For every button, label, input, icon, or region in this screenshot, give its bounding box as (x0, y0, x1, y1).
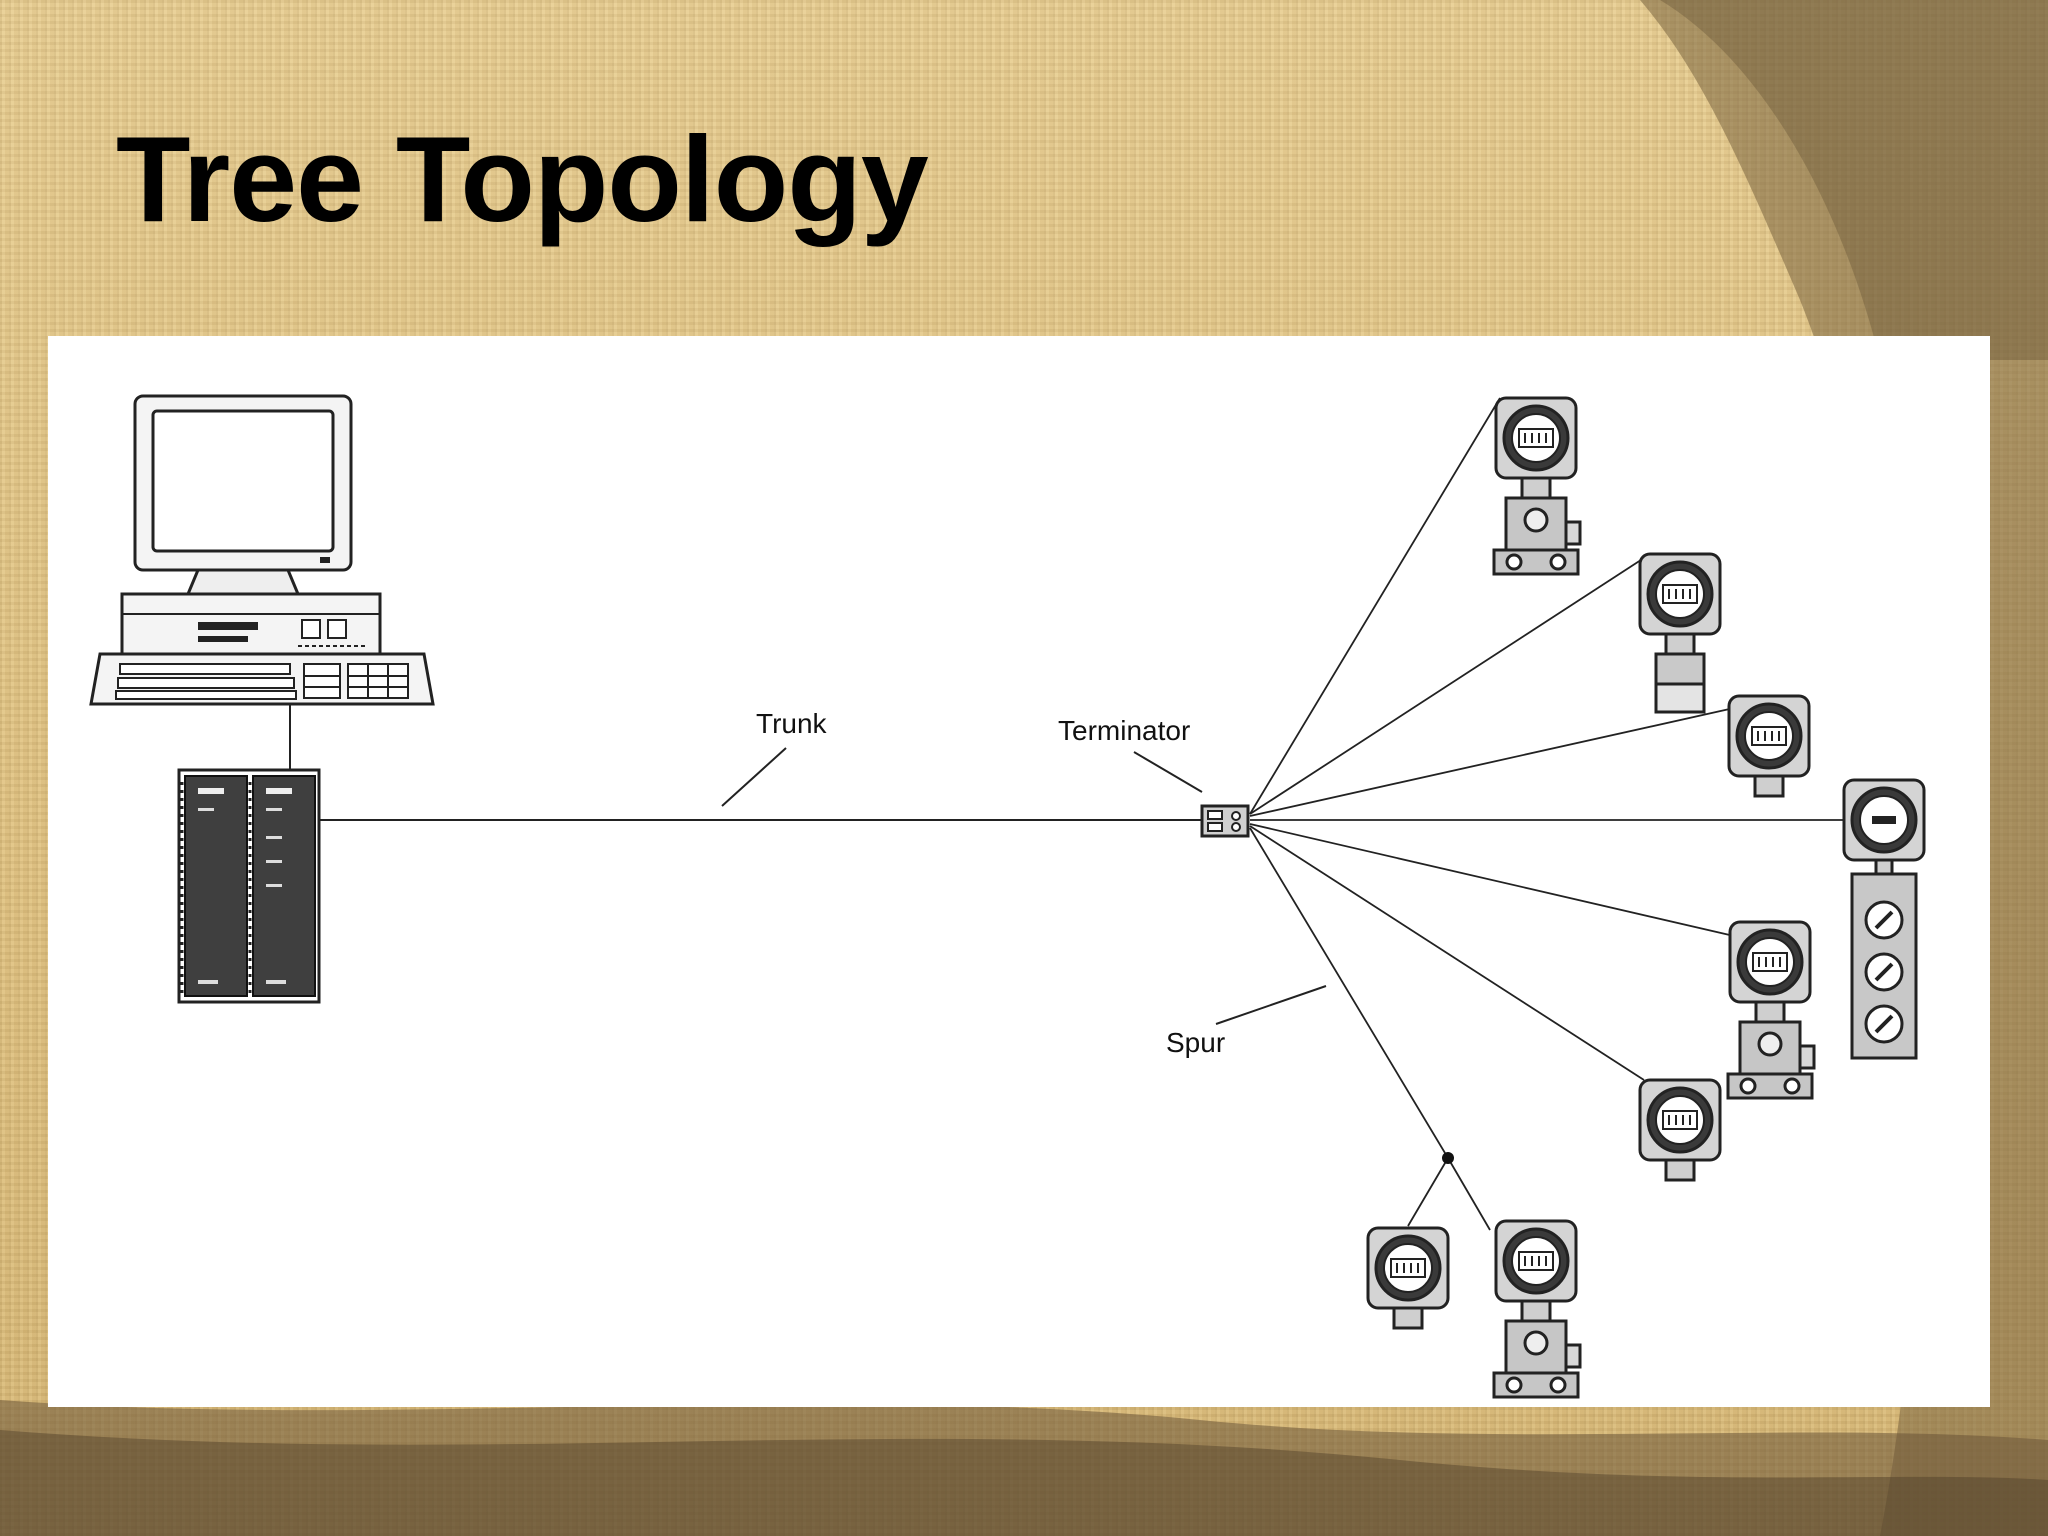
transmitter-7-icon (1366, 1226, 1450, 1330)
diagram-panel: Trunk Terminator Spur (48, 336, 1990, 1407)
spur-pointer-line (1215, 985, 1327, 1025)
spur-lines (1249, 397, 1848, 1231)
terminator-pointer-line (1133, 751, 1203, 793)
terminator-box-icon (1200, 804, 1250, 838)
transmitter-5-icon (1726, 920, 1816, 1100)
transmitter-6-icon (1638, 1078, 1722, 1182)
trunk-pointer-line (721, 747, 787, 807)
terminator-label: Terminator (1058, 715, 1190, 746)
valve-positioner-icon (1842, 778, 1926, 1060)
computer-workstation-icon (89, 394, 435, 706)
transmitter-8-icon (1492, 1219, 1582, 1399)
spur-split-node (1442, 1152, 1454, 1164)
transmitter-3-icon (1727, 694, 1811, 798)
transmitter-1-icon (1492, 396, 1582, 576)
trunk-label: Trunk (756, 708, 828, 739)
spur-label: Spur (1166, 1027, 1225, 1058)
interface-module-icon (177, 768, 321, 1004)
transmitter-2-icon (1638, 552, 1722, 714)
slide-title: Tree Topology (116, 111, 929, 247)
tree-topology-diagram: Trunk Terminator Spur (89, 394, 1926, 1399)
